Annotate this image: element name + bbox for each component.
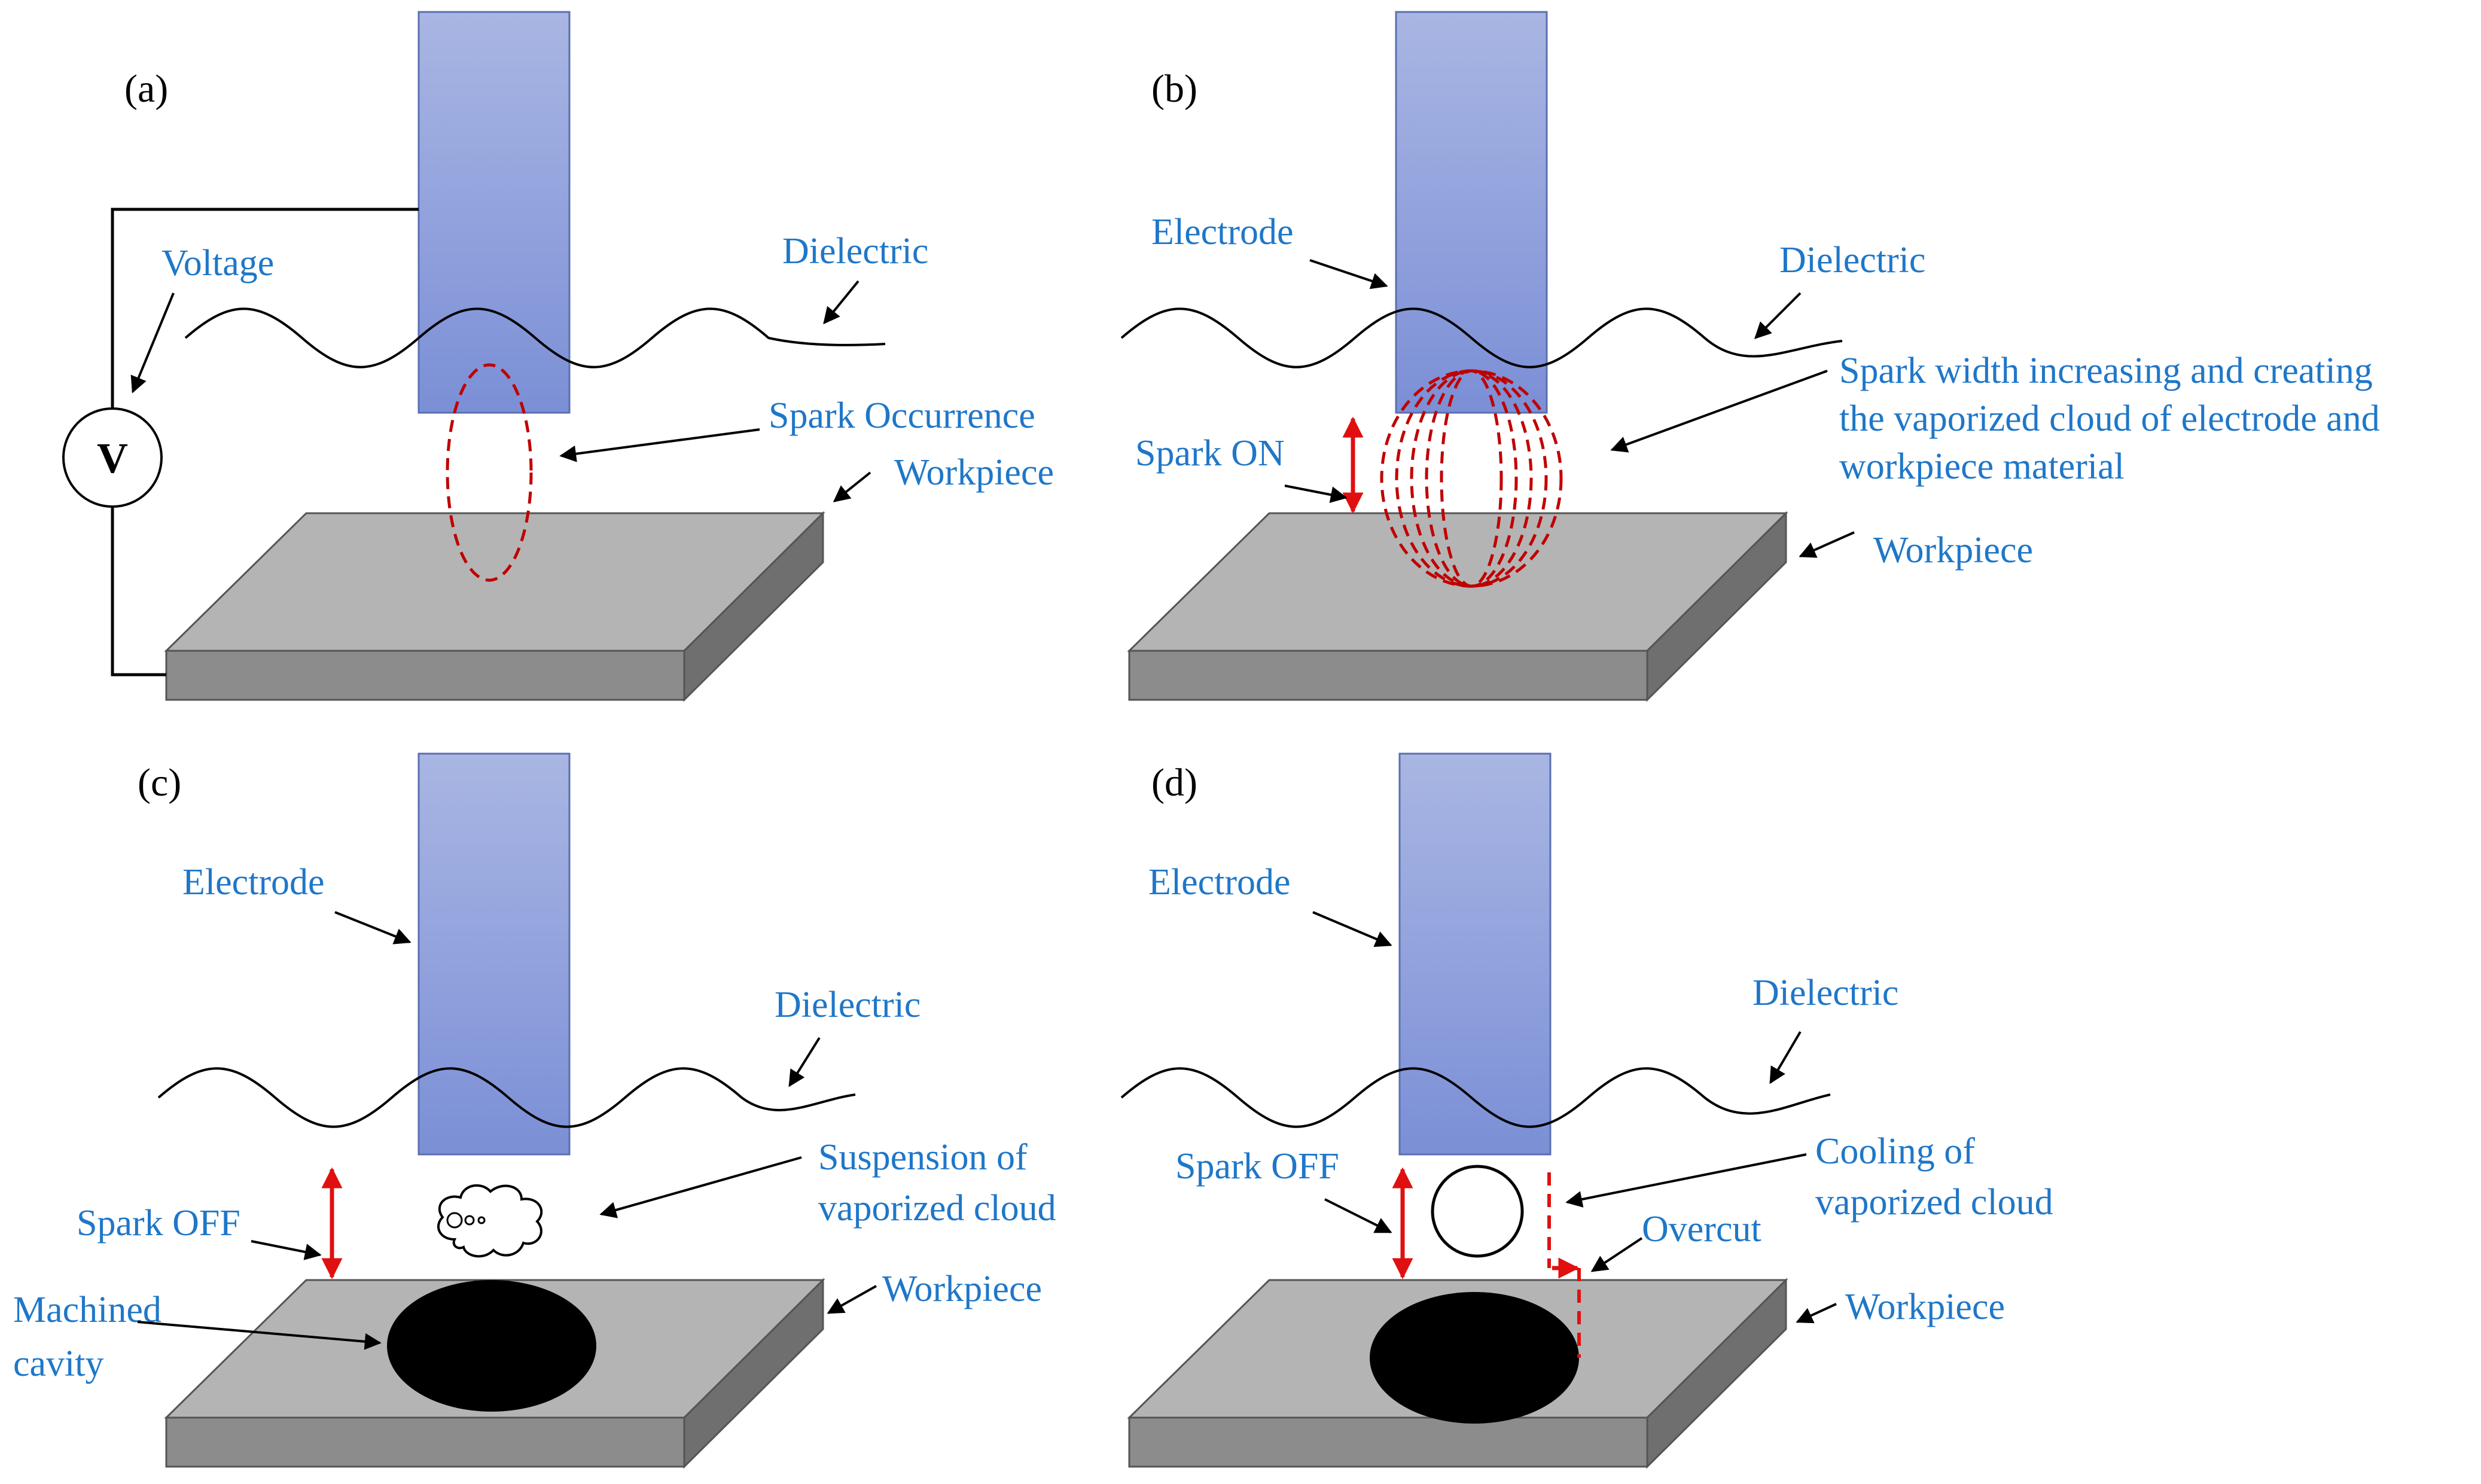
panel-b-label: (b): [1151, 67, 1197, 111]
circuit-wire-a: [111, 208, 419, 677]
suspension-pointer: [599, 1156, 802, 1218]
machined-cavity-c: [387, 1280, 596, 1412]
electrode-pointer-b: [1309, 259, 1388, 290]
electrode-pointer-d: [1312, 911, 1392, 947]
vaporized-cloud-c: [437, 1184, 543, 1258]
suspension-label-line1: Suspension of: [818, 1137, 1028, 1178]
panel-b: (b) Electrode Dielectric Spark width inc…: [1120, 11, 2380, 702]
suspension-label-line2: vaporized cloud: [818, 1188, 1056, 1229]
dielectric-wave-b: [1120, 307, 1843, 368]
electrode-label-c: Electrode: [182, 862, 325, 903]
spark-width-label-line2: the vaporized cloud of electrode and: [1839, 398, 2380, 439]
overcut-pointer: [1590, 1237, 1643, 1272]
electrode-d: [1398, 752, 1552, 1156]
workpiece-label-d: Workpiece: [1845, 1287, 2005, 1327]
workpiece-slab-d: [1127, 1278, 1788, 1469]
panel-a-label: (a): [124, 67, 168, 111]
machined-label-line1: Machined: [13, 1290, 161, 1330]
machined-label-line2: cavity: [13, 1343, 104, 1384]
panel-d: (d) Electrode Dielectric Spark OFF Cooli…: [1120, 752, 2053, 1469]
machined-pointer: [137, 1321, 382, 1350]
voltmeter-symbol: V: [97, 434, 128, 482]
workpiece-pointer-d: [1796, 1303, 1837, 1324]
workpiece-label-c: Workpiece: [882, 1269, 1042, 1309]
spark-occurrence-label: Spark Occurrence: [769, 395, 1035, 436]
spark-occurrence-pointer: [559, 428, 760, 462]
voltmeter-circle: [62, 407, 163, 508]
electrode-b: [1395, 11, 1548, 414]
panel-a: (a) V Voltage Dielectric Spark Occurrenc…: [62, 11, 1054, 702]
panel-d-label: (d): [1151, 761, 1197, 805]
workpiece-pointer-b: [1799, 531, 1855, 558]
workpiece-pointer-c: [827, 1285, 877, 1314]
dielectric-wave-d: [1120, 1067, 1831, 1128]
electrode-pointer-c: [334, 911, 412, 944]
spark-width-label-line3: workpiece material: [1839, 446, 2125, 487]
dielectric-label-c: Dielectric: [775, 985, 921, 1025]
dielectric-pointer-a: [823, 280, 859, 325]
spark-off-pointer-d: [1324, 1198, 1392, 1233]
workpiece-label-b: Workpiece: [1873, 530, 2033, 571]
voltage-label: Voltage: [161, 243, 274, 284]
cooling-pointer: [1565, 1153, 1807, 1208]
spark-off-pointer-c: [251, 1240, 322, 1260]
dielectric-label-d: Dielectric: [1752, 973, 1898, 1013]
spark-off-label-d: Spark OFF: [1175, 1146, 1339, 1187]
workpiece-label-a: Workpiece: [894, 452, 1054, 493]
workpiece-pointer-a: [833, 471, 871, 502]
workpiece-slab-b: [1127, 511, 1788, 702]
electrode-label-d: Electrode: [1148, 862, 1291, 903]
spark-width-label-line1: Spark width increasing and creating: [1839, 351, 2373, 391]
overcut-label: Overcut: [1642, 1209, 1761, 1250]
dielectric-pointer-c: [788, 1037, 821, 1087]
cooling-label-line2: vaporized cloud: [1815, 1182, 2053, 1223]
electrode-label-b: Electrode: [1151, 212, 1294, 252]
voltage-pointer: [130, 292, 175, 394]
dielectric-pointer-b: [1754, 292, 1802, 339]
panel-c: (c) Electrode Dielectric Suspension of v…: [13, 752, 1056, 1469]
spark-width-pointer: [1610, 370, 1828, 453]
cooling-label-line1: Cooling of: [1815, 1131, 1975, 1172]
electrode-c: [417, 752, 571, 1156]
spark-on-label: Spark ON: [1135, 433, 1285, 474]
spark-rings-b: [1380, 369, 1563, 588]
dielectric-label-b: Dielectric: [1779, 240, 1925, 281]
dielectric-label-a: Dielectric: [782, 231, 928, 272]
workpiece-slab-a: [164, 511, 825, 702]
dielectric-pointer-d: [1769, 1031, 1802, 1084]
spark-off-label-c: Spark OFF: [77, 1203, 240, 1244]
dielectric-wave-a: [184, 307, 886, 368]
spark-on-pointer: [1284, 484, 1348, 503]
machined-cavity-d: [1370, 1292, 1579, 1424]
dielectric-wave-c: [157, 1067, 856, 1128]
spark-ellipse-a: [446, 363, 533, 582]
electrode-a: [417, 11, 571, 414]
panel-c-label: (c): [138, 761, 181, 805]
cooled-cloud-circle: [1431, 1165, 1524, 1258]
